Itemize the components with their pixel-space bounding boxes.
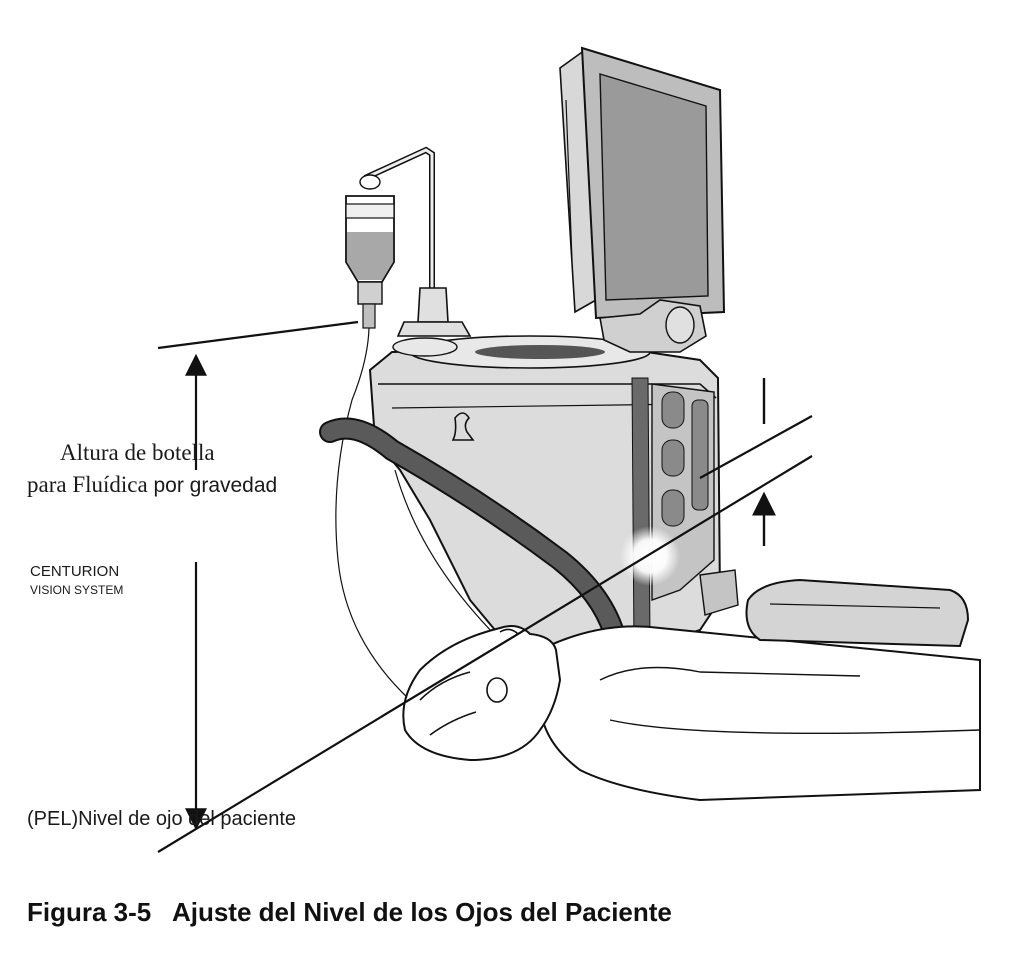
machine-level-line [699, 415, 813, 479]
bottle-level-line [157, 320, 359, 350]
bottle-height-label-serif: para Fluídica [27, 472, 154, 497]
bottle-height-label-sans: por gravedad [153, 474, 278, 497]
reference-lines [157, 320, 813, 853]
bottle-height-label-line2: para Fluídica por gravedad [27, 471, 277, 500]
bottle-height-label: Altura de botella [60, 440, 215, 465]
eye-level-light [620, 526, 680, 586]
patient-eye-level-line [157, 455, 813, 853]
patient-eye-level-label: (PEL)Nivel de ojo del paciente [27, 808, 297, 830]
patient [402, 578, 981, 802]
irrigation-bottle [335, 146, 472, 701]
logo-icon [451, 412, 475, 441]
system-name-label: CENTURION [30, 563, 120, 580]
system-subtitle-label: VISION SYSTEM [30, 583, 124, 597]
monitor [559, 46, 726, 353]
figure-caption: Figura 3-5 Ajuste del Nivel de los Ojos … [27, 897, 672, 927]
fluidics-tube [319, 417, 629, 661]
